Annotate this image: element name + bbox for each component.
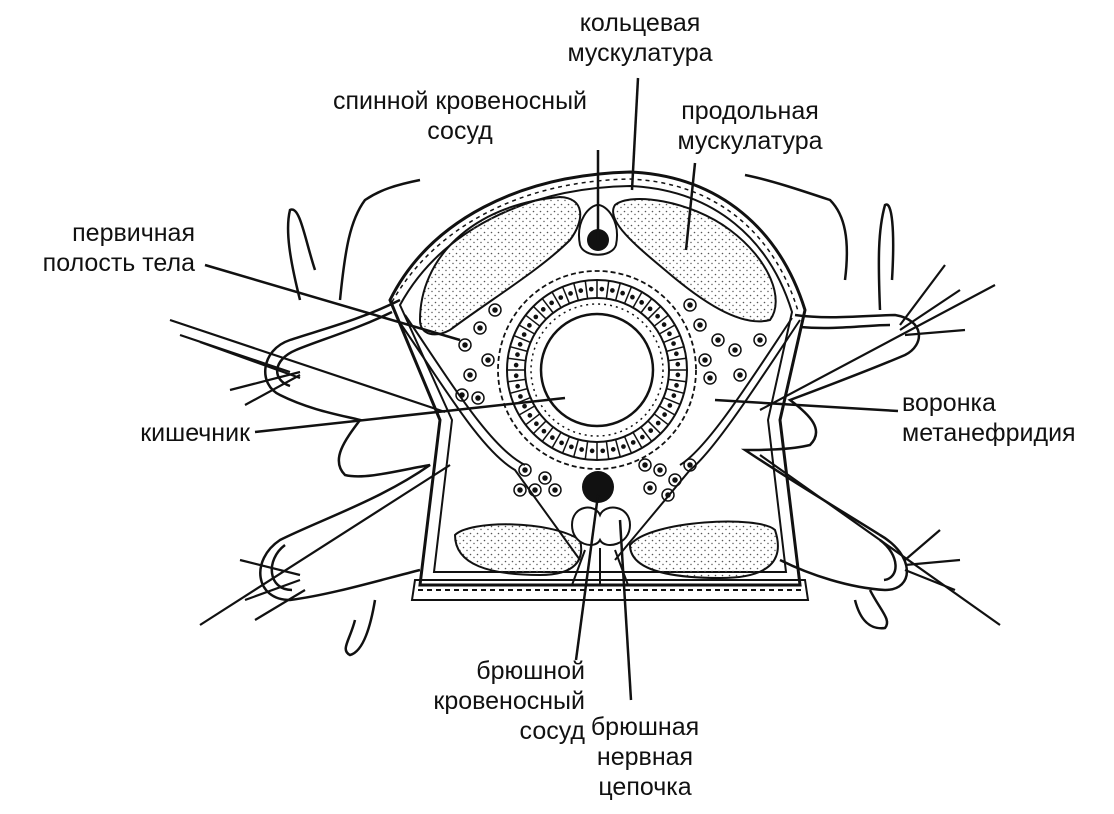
label-line: брюшной	[380, 656, 585, 686]
intestine-epithelium	[507, 280, 687, 460]
label-line: сосуд	[300, 116, 620, 146]
label-line: кишечник	[60, 418, 250, 448]
label-line: сосуд	[380, 716, 585, 746]
label-line: кольцевая	[540, 8, 740, 38]
label-line: метанефридия	[902, 418, 1107, 448]
label-ventral-vessel: брюшной кровеносный сосуд	[380, 656, 585, 746]
label-primary-cavity: первичная полость тела	[5, 218, 195, 278]
label-line: нервная	[570, 742, 720, 772]
label-line: цепочка	[570, 772, 720, 802]
label-line: воронка	[902, 388, 1107, 418]
label-line: продольная	[650, 96, 850, 126]
intestine	[498, 271, 696, 469]
label-line: мускулатура	[540, 38, 740, 68]
leader-lines	[205, 78, 898, 700]
bottom-wall	[412, 580, 808, 600]
label-circular-muscles: кольцевая мускулатура	[540, 8, 740, 68]
label-line: мускулатура	[650, 126, 850, 156]
label-line: брюшная	[570, 712, 720, 742]
left-parapodium	[260, 180, 430, 655]
label-line: спинной кровеносный	[300, 86, 620, 116]
label-dorsal-vessel: спинной кровеносный сосуд	[300, 86, 620, 146]
label-longitudinal-muscles: продольная мускулатура	[650, 96, 850, 156]
label-line: первичная	[5, 218, 195, 248]
label-nephridium-funnel: воронка метанефридия	[902, 388, 1107, 448]
label-intestine: кишечник	[60, 418, 250, 448]
label-nerve-cord: брюшная нервная цепочка	[570, 712, 720, 802]
label-line: полость тела	[5, 248, 195, 278]
label-line: кровеносный	[380, 686, 585, 716]
